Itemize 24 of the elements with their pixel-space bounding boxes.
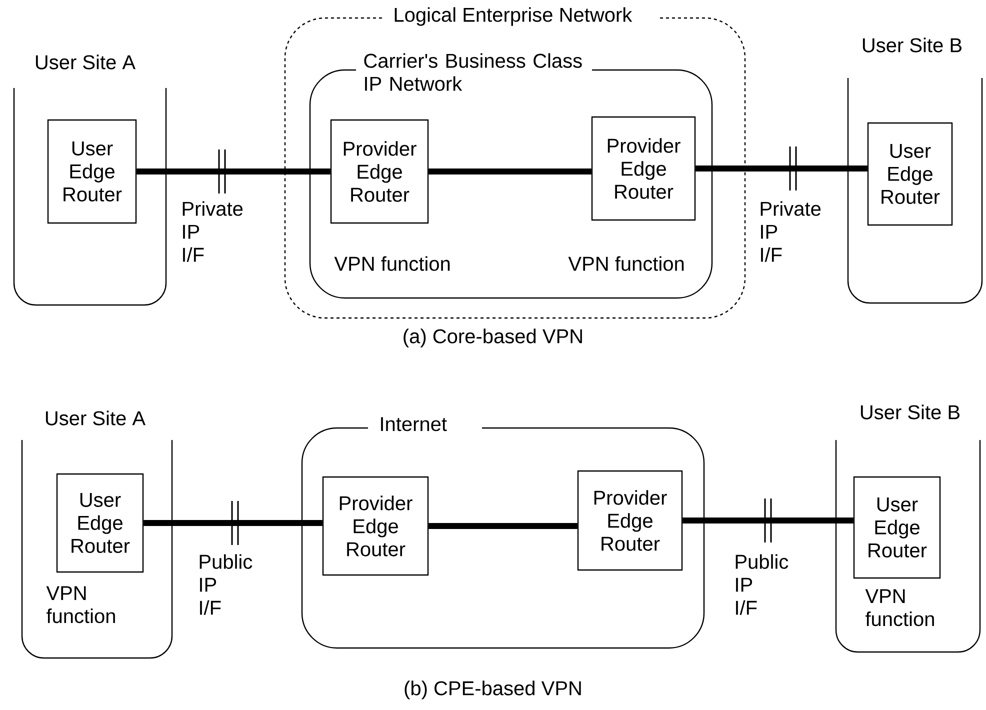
router-box: Provider Edge Router — [322, 476, 429, 576]
function-label: VPN function — [568, 256, 684, 271]
function-label: VPN function — [334, 256, 450, 271]
connection-line — [428, 523, 578, 529]
connection-line — [682, 518, 854, 524]
connection-line — [144, 520, 322, 526]
router-box: User Edge Router — [867, 122, 953, 226]
edge-label: Public IP I/F — [733, 553, 788, 616]
connection-line — [136, 168, 330, 174]
caption: (b) CPE-based VPN — [404, 680, 581, 700]
router-box: Provider Edge Router — [591, 116, 696, 221]
connection-line — [428, 168, 592, 174]
edge-label: Private IP I/F — [180, 200, 243, 263]
function-label: VPN function — [46, 586, 115, 624]
router-box: Provider Edge Router — [577, 470, 683, 571]
caption: (a) Core-based VPN — [404, 328, 582, 348]
router-box: User Edge Router — [853, 476, 941, 579]
edge-label: Private IP I/F — [758, 200, 821, 263]
router-box: User Edge Router — [56, 473, 144, 573]
edge-label: Public IP I/F — [197, 553, 252, 616]
router-box: Provider Edge Router — [330, 119, 429, 224]
router-box: User Edge Router — [47, 119, 137, 224]
function-label: VPN function — [865, 589, 934, 626]
connection-line — [696, 166, 868, 172]
